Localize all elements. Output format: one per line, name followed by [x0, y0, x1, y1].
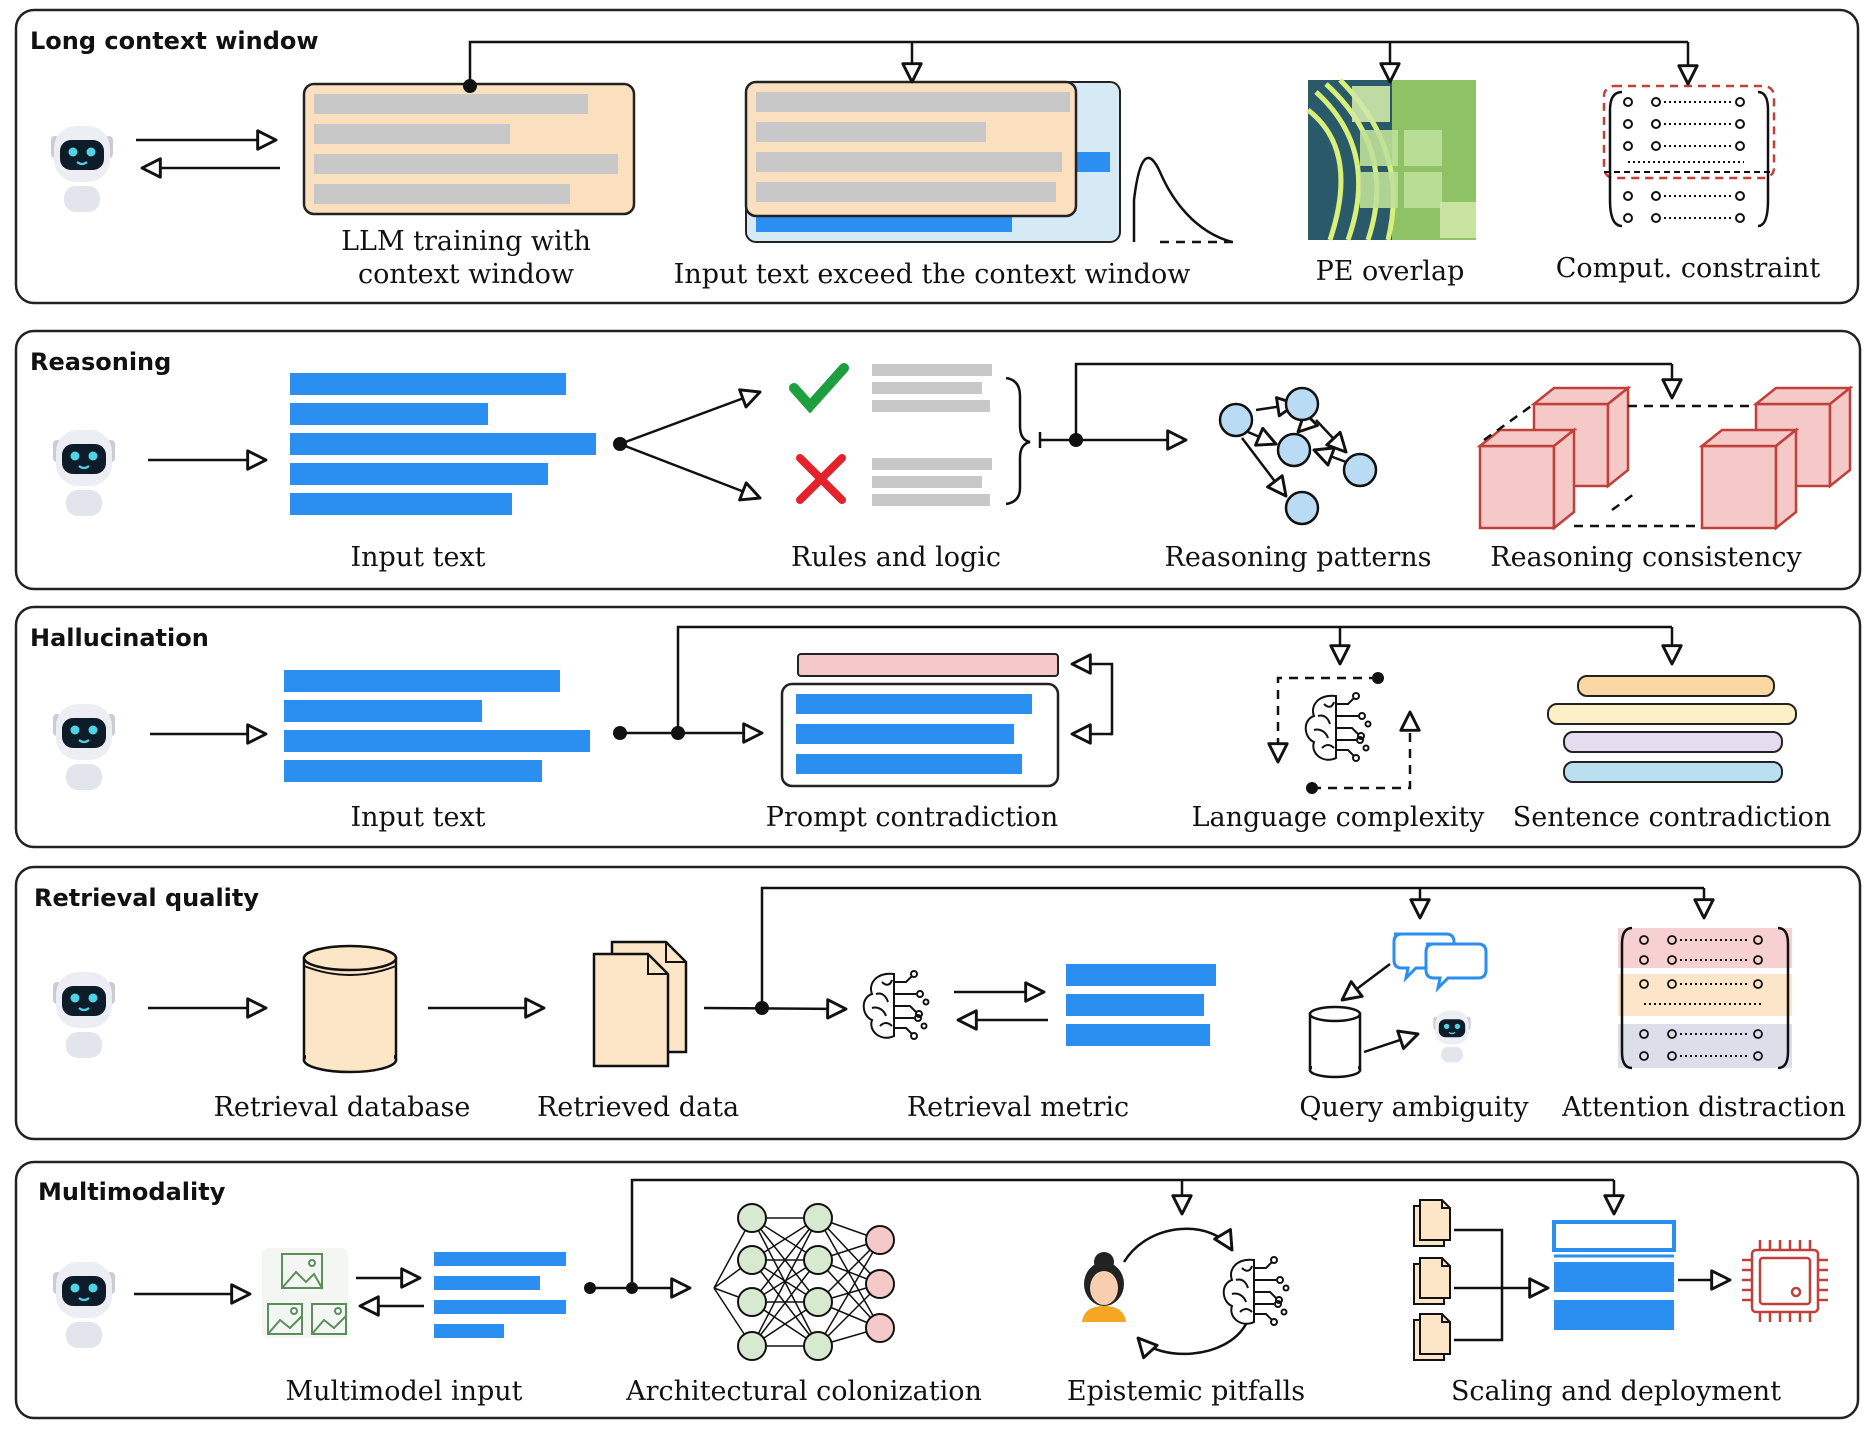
neural-network [713, 1203, 895, 1361]
consistency-cubes [1476, 385, 1854, 531]
database-icon [302, 944, 398, 1074]
panel-title: Reasoning [30, 348, 171, 376]
label: Query ambiguity [1299, 1092, 1529, 1123]
label: Input text [350, 802, 485, 833]
check-icon [789, 363, 849, 414]
contradicting-prompt [797, 653, 1059, 677]
label: Language complexity [1192, 802, 1486, 833]
label: Retrieval database [214, 1092, 471, 1123]
retrieved-documents [592, 940, 688, 1068]
attention-matrix [1618, 926, 1792, 1070]
label: context window [358, 259, 574, 290]
panel-reasoning: Reasoning [14, 329, 1862, 591]
label: Prompt contradiction [766, 802, 1058, 833]
label: PE overlap [1316, 256, 1465, 287]
database-icon [1308, 1005, 1362, 1079]
panel-title: Long context window [30, 27, 319, 55]
panel-hallucination: Hallucination [14, 605, 1862, 849]
label: Retrieved data [537, 1092, 739, 1123]
label: Multimodel input [285, 1376, 522, 1407]
text-lines [434, 1252, 566, 1338]
compute-constraint-matrix [1602, 84, 1776, 228]
label: Reasoning consistency [1490, 542, 1802, 573]
reasoning-graph [1218, 386, 1378, 526]
document-icon [1419, 1199, 1451, 1241]
sentence-stack [1547, 675, 1797, 783]
person-icon [1082, 1252, 1126, 1322]
input-text-lines [284, 670, 590, 782]
panel-multimodality: Multimodality [14, 1160, 1860, 1420]
metric-lines [1066, 964, 1216, 1046]
chip-icon [1742, 1240, 1828, 1322]
label: Architectural colonization [625, 1376, 982, 1407]
label: Input text [350, 542, 485, 573]
pe-overlap-image [1306, 78, 1476, 241]
document-icon [1419, 1257, 1451, 1299]
label: Input text exceed the context window [674, 259, 1191, 290]
panel-long-context-window: Long context window [14, 8, 1860, 305]
image-icons [262, 1248, 348, 1338]
server-stack [1552, 1220, 1676, 1330]
label: Reasoning patterns [1164, 542, 1431, 573]
label: Sentence contradiction [1513, 802, 1832, 833]
label: Rules and logic [791, 542, 1001, 573]
label: Epistemic pitfalls [1067, 1376, 1305, 1407]
label: LLM training with [341, 226, 591, 257]
decay-curve [1132, 156, 1233, 244]
label: Attention distraction [1561, 1092, 1846, 1123]
cross-icon [796, 454, 846, 504]
panel-title: Hallucination [30, 624, 209, 652]
panel-title: Multimodality [38, 1178, 226, 1206]
label: Comput. constraint [1556, 253, 1821, 284]
label: Retrieval metric [907, 1092, 1129, 1123]
panel-title: Retrieval quality [34, 884, 259, 912]
document-icon [1419, 1313, 1451, 1355]
panel-retrieval-quality: Retrieval quality [14, 865, 1862, 1141]
label: Scaling and deployment [1451, 1376, 1781, 1407]
input-text-lines [290, 373, 596, 515]
